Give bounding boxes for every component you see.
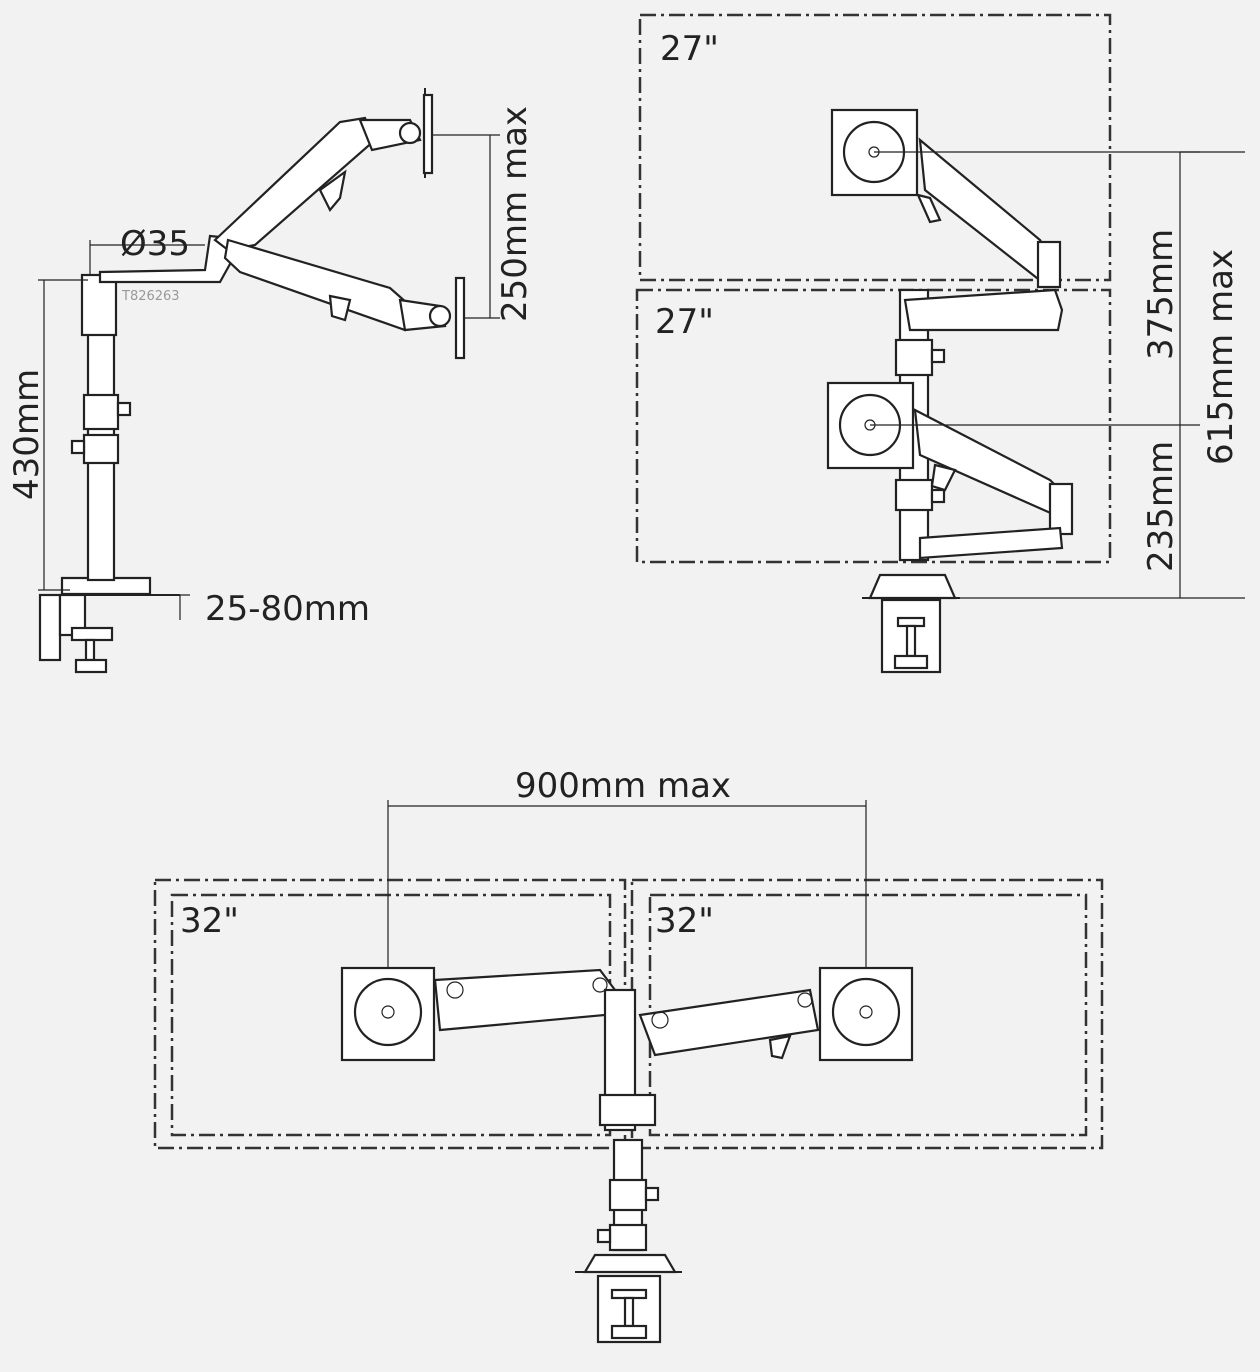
vertical-range-label: 250mm max — [495, 106, 535, 322]
side-upper-gas-arm — [213, 88, 434, 252]
side-view: T826263 — [7, 88, 535, 674]
lower-monitor-size: 27" — [655, 302, 714, 342]
left-monitor-size: 32" — [180, 901, 239, 941]
side-lower-gas-arm — [223, 238, 466, 360]
dual-pole — [575, 988, 682, 1344]
stacked-view: 27" 27" — [635, 13, 1245, 674]
clamp-range-label: 25-80mm — [205, 589, 370, 629]
side-pole — [70, 273, 132, 582]
lower-height-label: 235mm — [1141, 441, 1181, 572]
upper-height-label: 375mm — [1141, 229, 1181, 360]
total-height-label: 615mm max — [1201, 249, 1241, 465]
dual-right-arm — [638, 966, 914, 1062]
height-label: 430mm — [7, 369, 47, 500]
upper-monitor-outline — [638, 13, 1112, 282]
right-monitor-size: 32" — [655, 901, 714, 941]
lower-monitor-outline — [635, 288, 1112, 564]
side-dimensions — [38, 134, 500, 620]
diameter-label: Ø35 — [120, 224, 190, 264]
upper-monitor-size: 27" — [660, 29, 719, 69]
dual-view: 32" 32" 900mm max — [153, 766, 1104, 1344]
dual-left-arm — [340, 966, 617, 1062]
side-desk-clamp — [38, 576, 180, 674]
stacked-upper-arm — [830, 108, 1064, 332]
span-label: 900mm max — [515, 766, 731, 806]
stacked-lower-arm — [826, 381, 1074, 560]
side-model-code: T826263 — [121, 289, 180, 304]
stacked-dimensions — [870, 151, 1245, 599]
